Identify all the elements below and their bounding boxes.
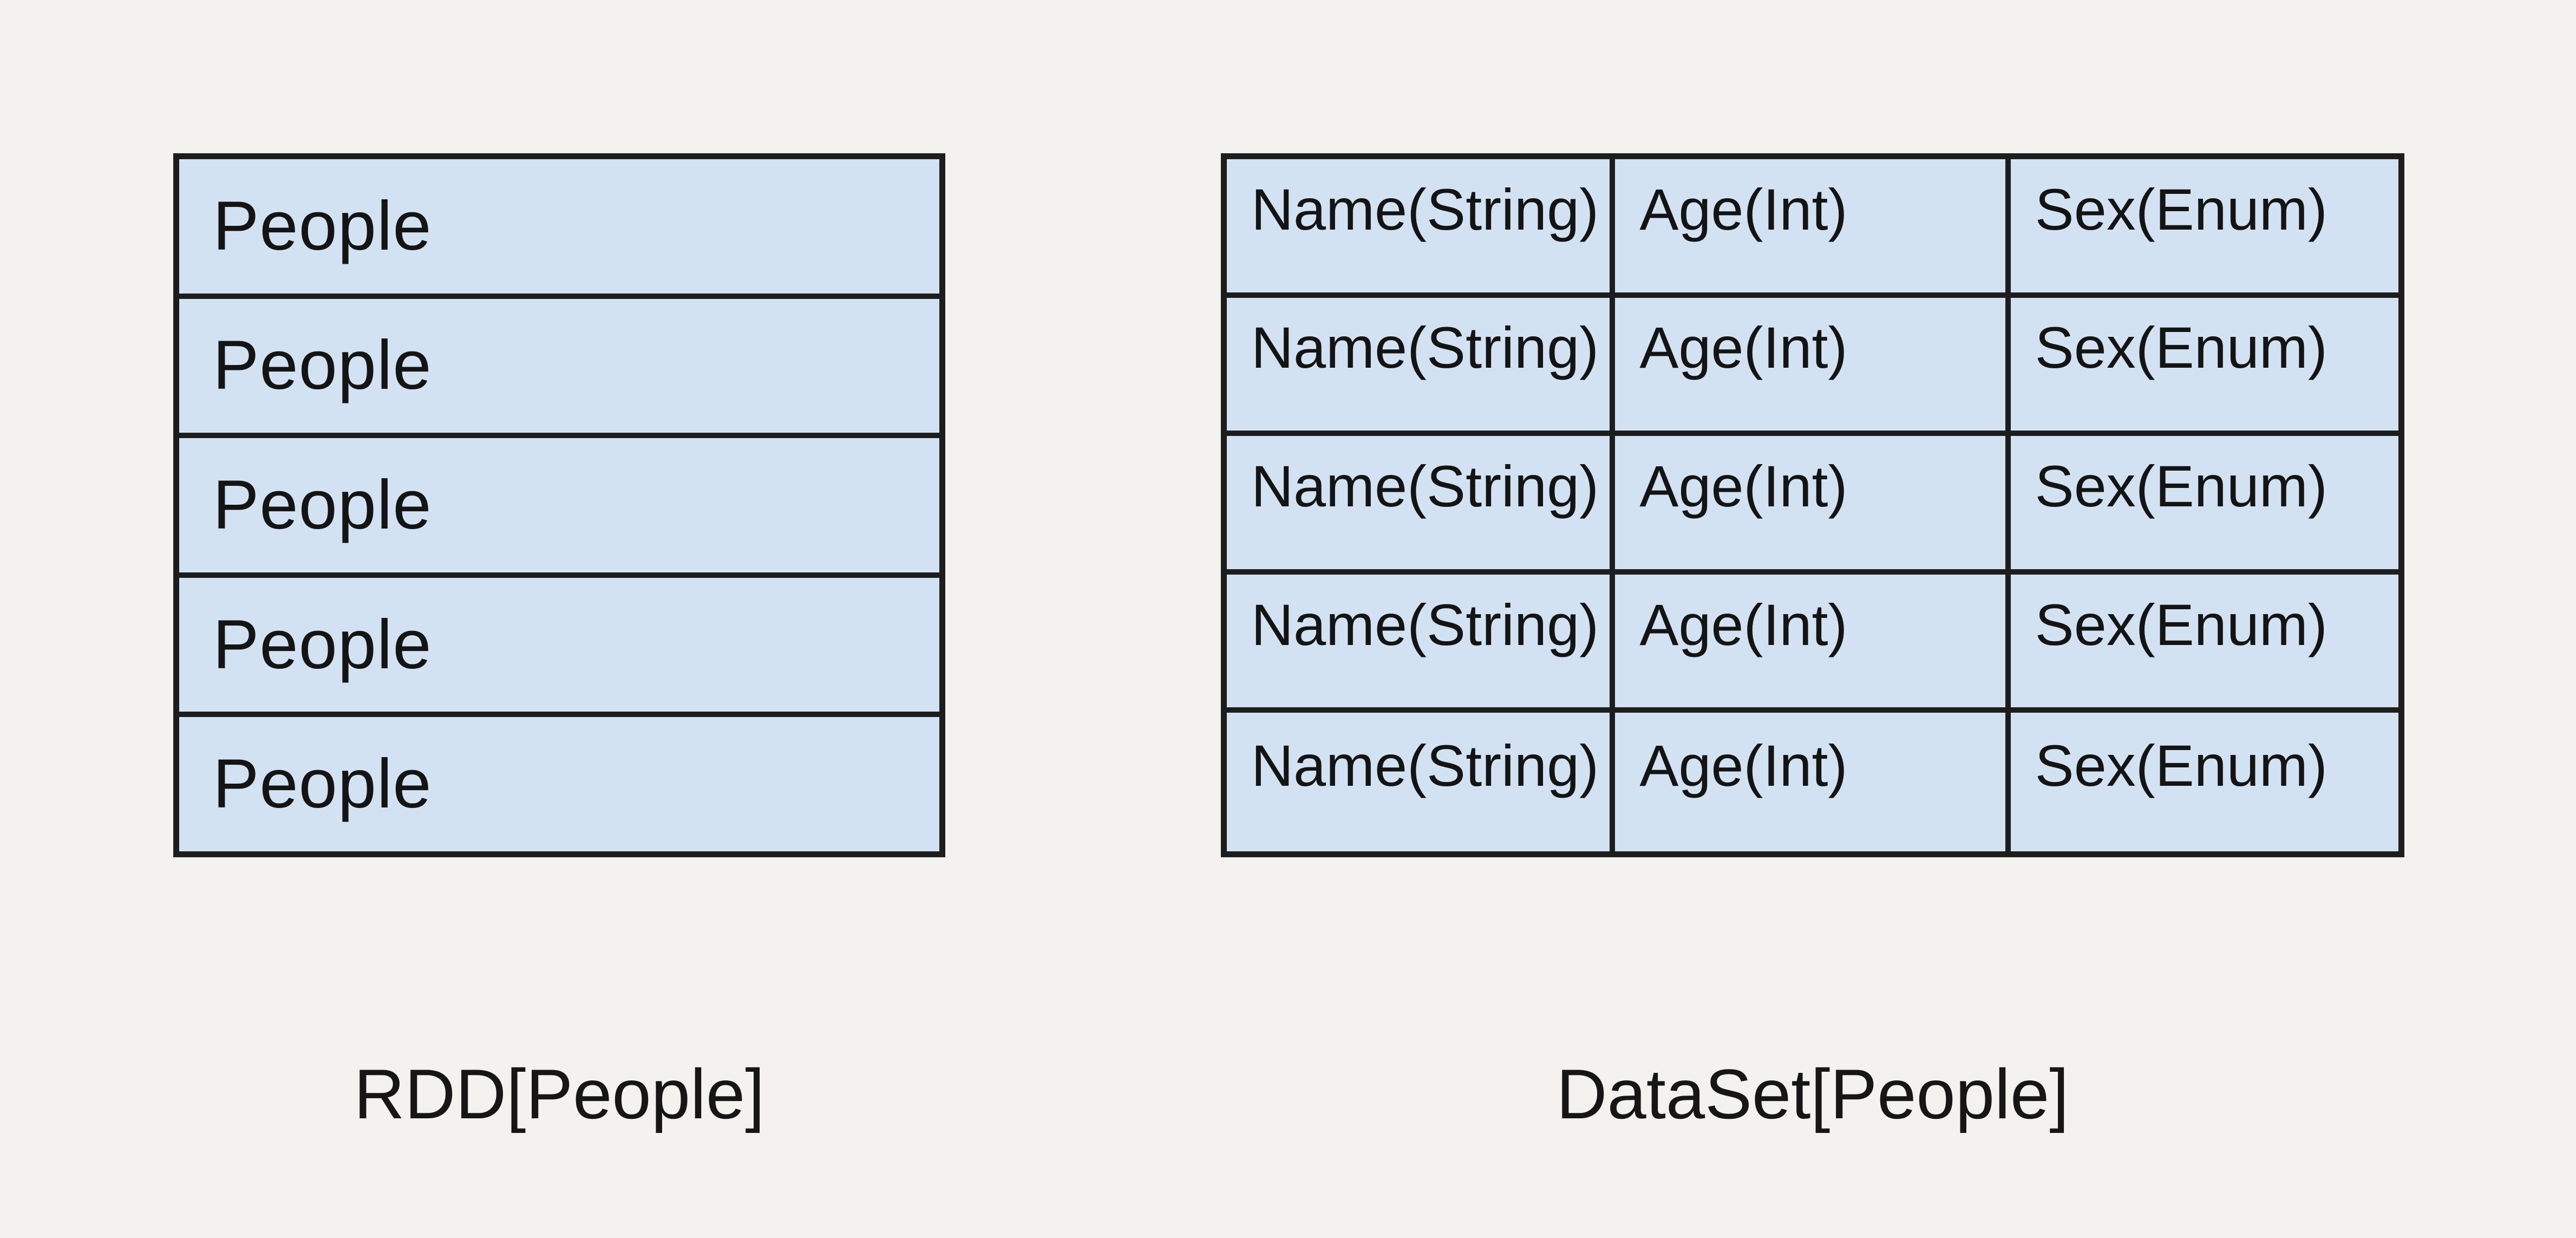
dataset-cell-age: Age(Int) <box>1615 436 2011 575</box>
rdd-row-label: People <box>213 327 432 405</box>
dataset-cell-age: Age(Int) <box>1615 159 2011 298</box>
dataset-cell-label: Name(String) <box>1251 453 1599 519</box>
dataset-cell-label: Age(Int) <box>1639 176 1848 242</box>
dataset-cell-label: Sex(Enum) <box>2035 453 2327 519</box>
rdd-row-label: People <box>213 605 432 683</box>
rdd-row-label: People <box>213 187 432 265</box>
rdd-row: People <box>179 298 939 439</box>
rdd-row-label: People <box>213 466 432 544</box>
dataset-cell-name: Name(String) <box>1227 297 1616 436</box>
dataset-cell-label: Name(String) <box>1251 176 1599 242</box>
dataset-cell-sex: Sex(Enum) <box>2010 297 2398 436</box>
dataset-table: Name(String) Age(Int) Sex(Enum) Name(Str… <box>1221 153 2404 857</box>
rdd-table: People People People People People <box>173 153 945 857</box>
dataset-cell-sex: Sex(Enum) <box>2010 713 2398 851</box>
rdd-table-caption: RDD[People] <box>354 1054 765 1133</box>
dataset-cell-name: Name(String) <box>1227 713 1616 851</box>
rdd-row: People <box>179 438 939 578</box>
rdd-row: People <box>179 577 939 718</box>
dataset-cell-name: Name(String) <box>1227 159 1616 298</box>
dataset-cell-label: Sex(Enum) <box>2035 176 2327 242</box>
dataset-cell-label: Age(Int) <box>1639 733 1848 799</box>
dataset-cell-name: Name(String) <box>1227 436 1616 575</box>
dataset-cell-label: Name(String) <box>1251 591 1599 657</box>
dataset-cell-sex: Sex(Enum) <box>2010 436 2398 575</box>
dataset-cell-sex: Sex(Enum) <box>2010 574 2398 713</box>
dataset-cell-label: Sex(Enum) <box>2035 315 2327 381</box>
dataset-cell-label: Sex(Enum) <box>2035 591 2327 657</box>
dataset-cell-age: Age(Int) <box>1615 713 2011 851</box>
dataset-table-caption: DataSet[People] <box>1556 1054 2069 1133</box>
dataset-cell-age: Age(Int) <box>1615 574 2011 713</box>
rdd-row-label: People <box>213 745 432 823</box>
dataset-cell-label: Age(Int) <box>1639 453 1848 519</box>
dataset-cell-label: Age(Int) <box>1639 315 1848 381</box>
rdd-row: People <box>179 159 939 299</box>
rdd-row: People <box>179 717 939 851</box>
dataset-cell-label: Name(String) <box>1251 733 1599 799</box>
dataset-cell-age: Age(Int) <box>1615 297 2011 436</box>
dataset-cell-sex: Sex(Enum) <box>2010 159 2398 298</box>
dataset-cell-label: Sex(Enum) <box>2035 733 2327 799</box>
dataset-cell-label: Name(String) <box>1251 315 1599 381</box>
dataset-cell-name: Name(String) <box>1227 574 1616 713</box>
dataset-cell-label: Age(Int) <box>1639 591 1848 657</box>
